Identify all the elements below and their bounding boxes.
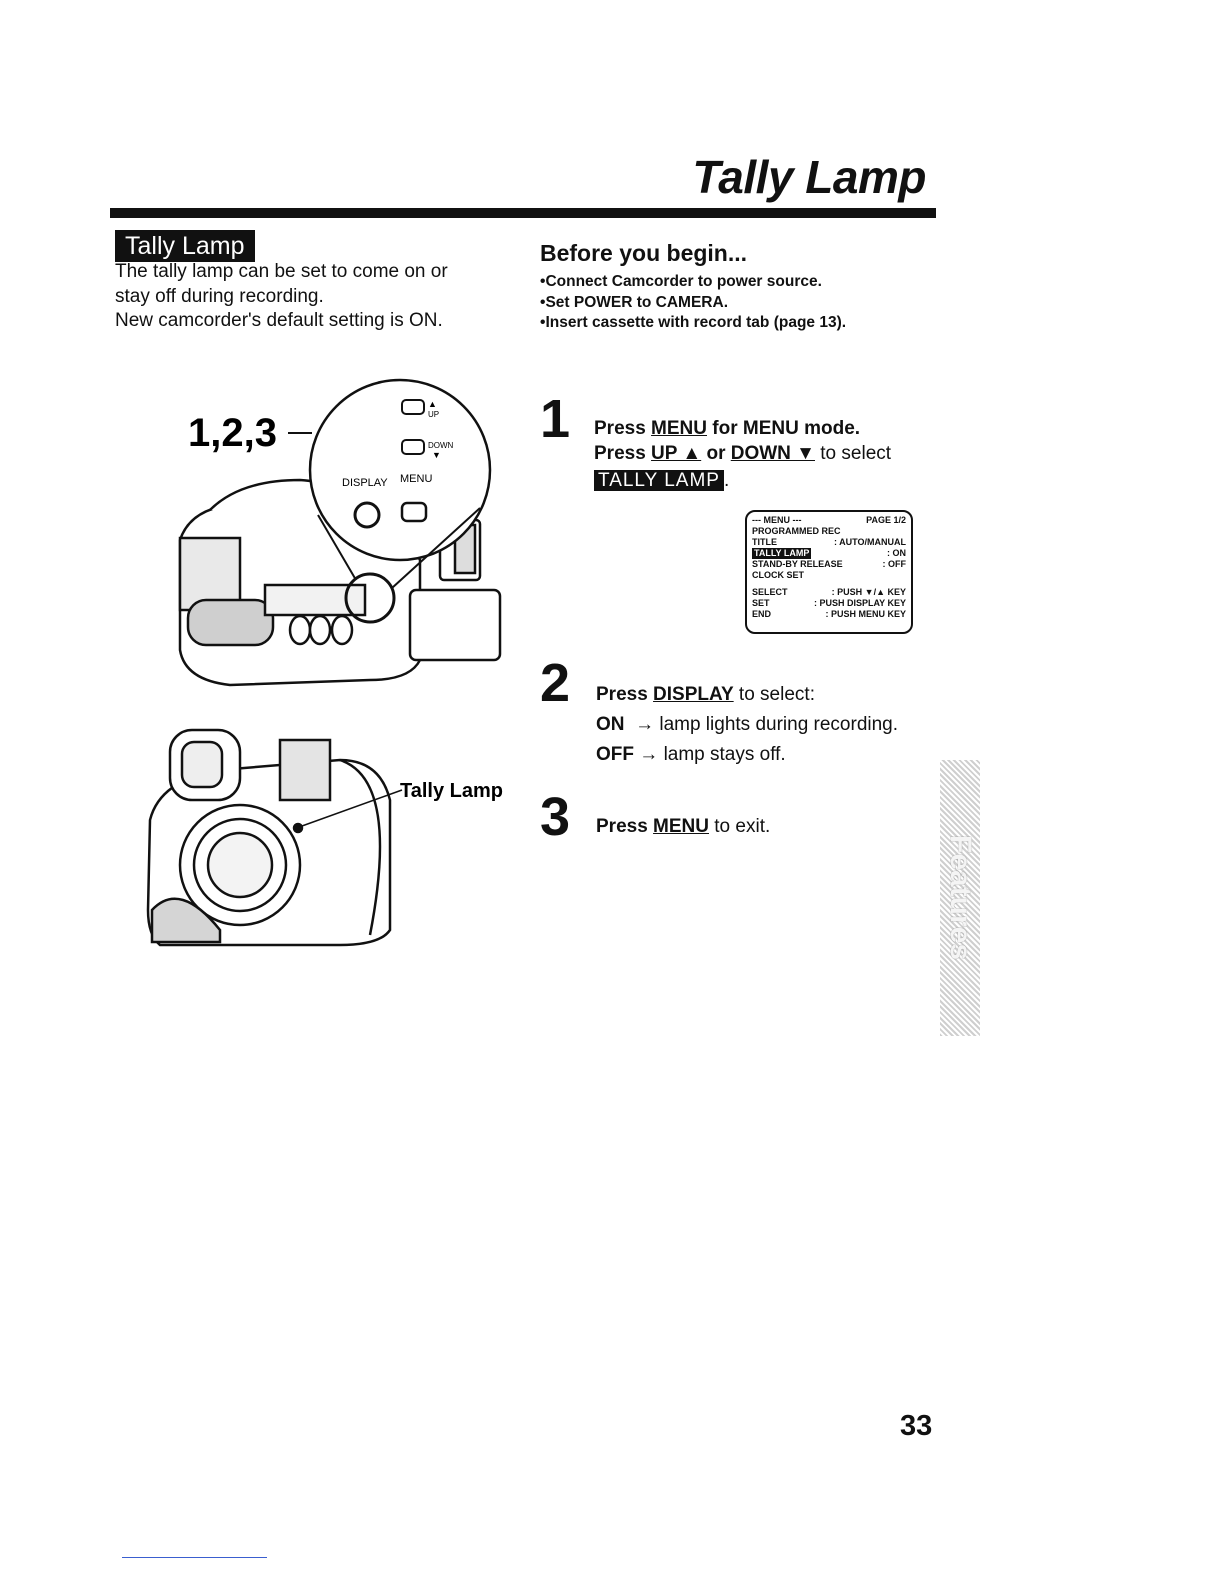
menu-button[interactable] [400,501,428,523]
intro-line-3: New camcorder's default setting is ON. [115,310,443,331]
step-1-line-1: Press MENU for MENU mode. [594,416,934,441]
menu-row: STAND-BY RELEASE : OFF [752,559,906,570]
tally-lamp-label: Tally Lamp [400,780,503,802]
step-1-text: Press MENU for MENU mode. Press UP ▲ or … [594,416,934,493]
tally-lamp-highlight: TALLY LAMP [594,470,724,491]
down-button[interactable] [401,439,425,455]
text-span: Press [594,418,652,439]
step-3-text: Press MENU to exit. [596,814,916,839]
up-key: UP ▲ [651,443,702,464]
on-description: lamp lights during recording. [659,714,899,735]
step-2-off: OFF → lamp stays off. [596,740,936,770]
text-span: to exit. [709,816,771,837]
step-1-line-3: TALLY LAMP. [594,468,934,493]
step-2-text: Press DISPLAY to select: ON → lamp light… [596,680,936,770]
step-2-number: 2 [540,653,571,713]
text-span: Press [596,816,654,837]
down-key: DOWN ▼ [730,443,815,464]
before-item: Connect Camcorder to power source. [540,272,846,293]
up-label: UP [428,410,439,419]
camcorder-front-body [146,728,392,947]
text-span: Press [596,684,654,705]
step-2-on: ON → lamp lights during recording. [596,710,936,740]
display-button[interactable] [353,501,381,529]
menu-row: PROGRAMMED REC [752,526,906,537]
tally-pointer-line [301,789,403,827]
before-heading: Before you begin... [540,240,748,266]
header-rule [110,208,936,218]
step-2-line-1: Press DISPLAY to select: [596,680,936,710]
page-title: Tally Lamp [692,151,926,203]
off-description: lamp stays off. [663,744,786,765]
zoom-line-right [391,507,481,589]
zoom-circle [308,378,492,562]
menu-footer-key: END [752,609,772,619]
menu-value: : OFF [882,559,907,569]
footer-line [122,1557,267,1558]
side-tab: Features [940,760,980,1036]
menu-page: PAGE 1/2 [866,515,906,525]
step-1-number: 1 [540,389,571,449]
up-arrow-icon: ▲ [428,399,437,409]
menu-footer-action: : PUSH DISPLAY KEY [813,598,906,608]
zoom-line-left [317,514,357,581]
camcorder-front-illustration: Tally Lamp [146,728,503,947]
intro-line-1: The tally lamp can be set to come on or [115,261,448,282]
text-span: Press [594,443,652,464]
display-label: DISPLAY [342,477,388,489]
down-label: DOWN [428,441,454,450]
text-span: to select: [733,684,815,705]
off-option: OFF [596,744,634,765]
menu-label: MENU [400,473,432,485]
menu-footer-row: SET : PUSH DISPLAY KEY [752,598,906,609]
text-span: to select [815,443,892,464]
arrow-right-icon: → [639,744,659,765]
menu-item-selected: TALLY LAMP [752,548,812,559]
menu-footer-key: SELECT [752,587,788,597]
down-arrow-icon: ▼ [432,450,441,460]
step-1-line-2: Press UP ▲ or DOWN ▼ to select [594,441,934,466]
menu-row: TITLE : AUTO/MANUAL [752,537,906,548]
text-span: or [701,443,731,464]
menu-title: --- MENU --- [752,515,802,525]
menu-footer-action: : PUSH ▼/▲ KEY [831,587,906,597]
callout-steps: 1,2,3 [188,411,277,455]
menu-row-selected: TALLY LAMP : ON [752,548,906,559]
text-span: for MENU mode. [707,418,861,439]
menu-row: CLOCK SET [752,570,906,581]
menu-value: : ON [887,548,906,558]
menu-item: PROGRAMMED REC [752,526,841,536]
before-list: Connect Camcorder to power source. Set P… [540,272,846,334]
menu-footer-key: SET [752,598,770,608]
intro-text: The tally lamp can be set to come on or … [115,260,515,334]
up-button[interactable] [401,399,425,415]
menu-item: CLOCK SET [752,570,805,580]
menu-header: --- MENU --- PAGE 1/2 [752,515,906,526]
before-item: Set POWER to CAMERA. [540,293,846,314]
menu-item: TITLE [752,537,777,547]
menu-key: MENU [653,816,709,837]
step-3-number: 3 [540,787,571,847]
camcorder-top-illustration: ▲ UP DOWN ▼ DISPLAY MENU 1,2,3 [178,378,502,687]
menu-value: : AUTO/MANUAL [834,537,906,547]
arrow-right-icon: → [635,714,655,735]
menu-footer-row: END : PUSH MENU KEY [752,609,906,620]
page-number: 33 [900,1410,933,1442]
detail-marker [344,572,396,624]
menu-screen: --- MENU --- PAGE 1/2 PROGRAMMED REC TITL… [745,510,913,634]
menu-item: STAND-BY RELEASE [752,559,843,569]
menu-footer-row: SELECT : PUSH ▼/▲ KEY [752,587,906,598]
on-option: ON [596,714,625,735]
before-item: Insert cassette with record tab (page 13… [540,313,846,334]
text-span: . [723,470,730,491]
display-key: DISPLAY [653,684,734,705]
intro-line-2: stay off during recording. [115,285,324,307]
side-tab-label: Features [944,835,977,961]
menu-footer-action: : PUSH MENU KEY [825,609,906,619]
menu-key: MENU [651,418,707,439]
section-badge: Tally Lamp [115,230,255,262]
